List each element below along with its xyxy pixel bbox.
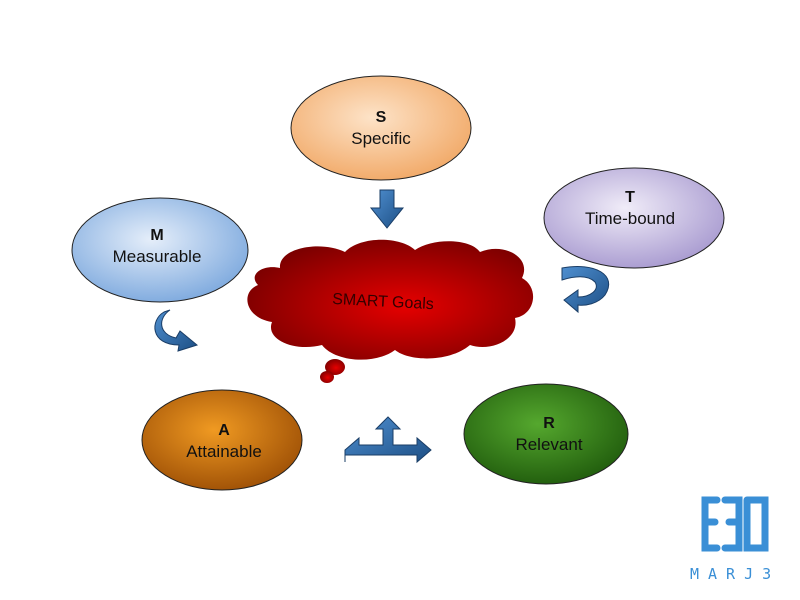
node-specific-ellipse [290, 75, 472, 181]
marj3-logo: MARJ3 [690, 490, 780, 583]
node-letter: R [543, 415, 555, 432]
node-relevant-ellipse [463, 383, 629, 485]
node-time-bound-ellipse [543, 167, 725, 269]
node-letter: S [375, 109, 387, 126]
node-letter: T [625, 189, 635, 206]
node-word: Attainable [186, 442, 262, 461]
curved-arrow-left-icon [154, 309, 199, 352]
logo-mark-icon [701, 496, 769, 552]
node-specific: S Specific [351, 107, 411, 149]
arrow-down-icon [369, 189, 405, 229]
node-letter: A [218, 422, 230, 439]
node-time-bound: T Time-bound [585, 187, 675, 229]
node-measurable-ellipse [71, 197, 249, 303]
logo-text: MARJ3 [690, 565, 781, 583]
node-attainable-ellipse [141, 389, 303, 491]
node-word: Specific [351, 129, 411, 148]
three-way-arrow-icon [344, 416, 432, 464]
node-attainable: A Attainable [186, 420, 262, 462]
thought-cloud [247, 239, 534, 383]
node-word: Time-bound [584, 209, 676, 228]
node-measurable: M Measurable [113, 225, 202, 267]
node-letter: M [150, 227, 164, 244]
node-word: Measurable [112, 247, 202, 266]
node-word: Relevant [515, 435, 583, 454]
curved-arrow-right-icon [561, 266, 610, 314]
node-relevant: R Relevant [515, 413, 582, 455]
